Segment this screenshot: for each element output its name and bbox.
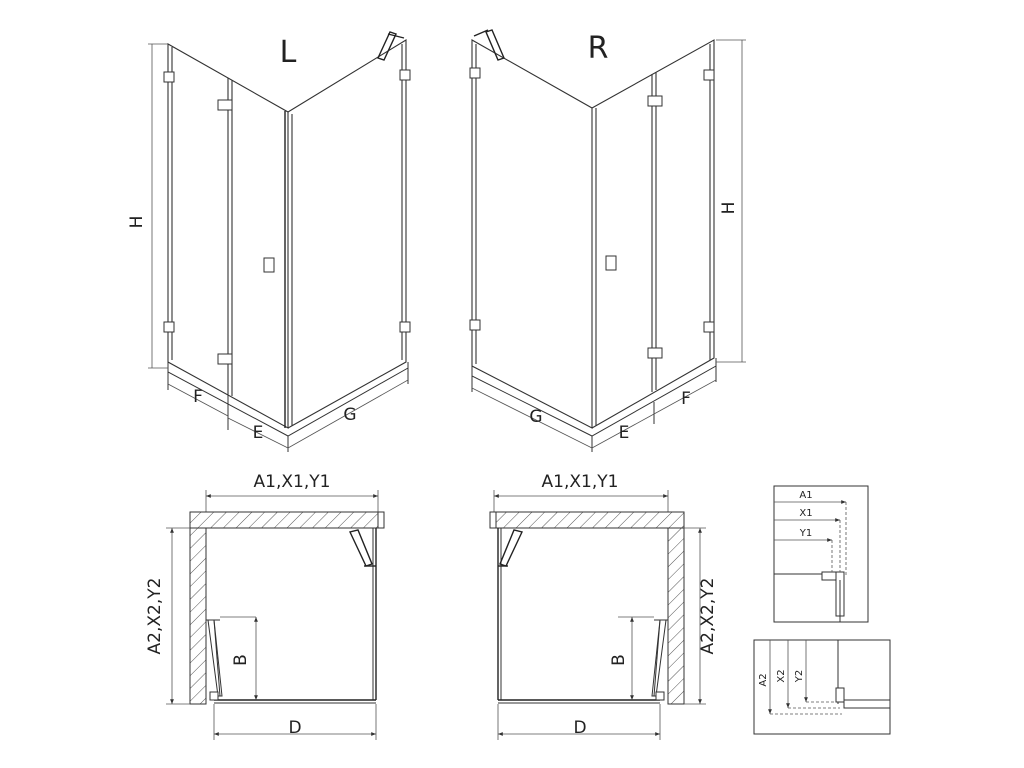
detail-label-x2: X2: [776, 669, 787, 682]
right-side-glass: [471, 39, 593, 429]
door-handle-icon: [605, 255, 617, 271]
left-isometric-view: L H F E: [127, 31, 411, 452]
right-dim-g: G: [529, 407, 542, 427]
detail-bottom: A2 X2 Y2: [753, 639, 891, 735]
hinge-icon: [163, 321, 175, 333]
back-wall: [493, 511, 685, 529]
stabilizer-bar-icon: [499, 529, 523, 567]
left-dim-g: G: [343, 405, 356, 425]
right-front-glass: [591, 39, 715, 429]
wall-bracket-icon: [469, 319, 481, 331]
hinge-icon: [217, 99, 233, 111]
hinge-icon: [163, 71, 175, 83]
hinge-icon: [703, 321, 715, 333]
hinge-icon: [647, 95, 663, 107]
side-wall: [189, 527, 207, 705]
right-dim-b: B: [609, 654, 629, 666]
left-plan-view: A1,X1,Y1 B A2,X2,Y2 D: [145, 472, 385, 740]
hinge-icon: [647, 347, 663, 359]
side-wall: [667, 527, 685, 705]
detail-label-a1: A1: [799, 490, 812, 501]
door-handle-icon: [263, 257, 275, 273]
right-dim-e: E: [619, 423, 630, 443]
right-plan-view: A1,X1,Y1 B A2,X2,Y2 D: [489, 472, 718, 740]
wall-bracket-icon: [399, 321, 411, 333]
left-dim-d: D: [288, 718, 301, 738]
right-dim-h: H: [719, 202, 739, 215]
left-dim-side: A2,X2,Y2: [145, 578, 165, 655]
back-wall: [189, 511, 379, 529]
detail-label-y2: Y2: [794, 670, 805, 683]
wall-bracket-icon: [469, 67, 481, 79]
right-dim-side: A2,X2,Y2: [698, 578, 718, 655]
left-side-glass: [287, 39, 407, 429]
stabilizer-bar-icon: [349, 529, 373, 567]
detail-top: A1 X1 Y1: [773, 485, 869, 623]
stabilizer-bar-icon: [377, 31, 397, 61]
detail-label-y1: Y1: [799, 528, 812, 539]
wall-bracket-icon: [399, 69, 411, 81]
right-isometric-view: R H G E F: [469, 29, 746, 452]
right-dim-f: F: [681, 389, 691, 409]
right-dim-d: D: [573, 718, 586, 738]
detail-bottom-frame: [753, 639, 891, 735]
left-dim-h: H: [127, 216, 147, 229]
left-dim-f: F: [193, 387, 203, 407]
left-dim-e: E: [253, 423, 264, 443]
right-dim-top: A1,X1,Y1: [542, 472, 619, 492]
stabilizer-bar-icon: [485, 29, 505, 61]
right-view-title: R: [588, 31, 609, 66]
left-dim-b: B: [231, 654, 251, 666]
left-view-title: L: [280, 35, 297, 70]
detail-top-frame: [773, 485, 869, 623]
hinge-icon: [217, 353, 233, 365]
hinge-icon: [703, 69, 715, 81]
detail-label-x1: X1: [799, 508, 812, 519]
left-dim-top: A1,X1,Y1: [254, 472, 331, 492]
detail-label-a2: A2: [758, 673, 769, 686]
